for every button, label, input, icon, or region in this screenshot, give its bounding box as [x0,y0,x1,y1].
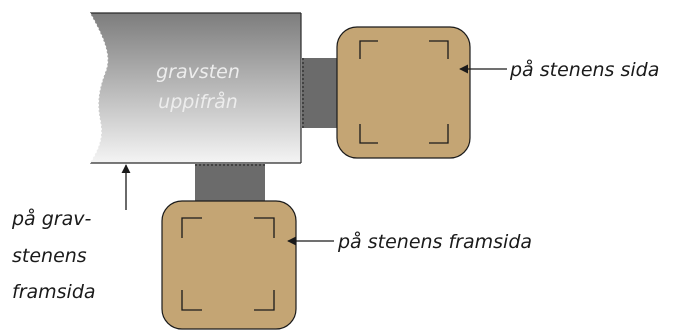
label-front-edge-line3: framsida [12,281,96,303]
front-bracket [195,164,265,202]
side-bracket [302,58,339,128]
side-plaque-corner-marks [359,40,449,144]
front-plaque [161,200,297,330]
gravestone-label-line1: gravsten [156,61,240,83]
label-front-edge-line2: stenens [12,245,87,267]
side-plaque [336,26,471,159]
label-side: på stenens sida [509,58,659,81]
gravestone-broken-edge [89,12,109,164]
gravestone-top-view: gravsten uppifrån [89,12,302,164]
label-front-plaque: på stenens framsida [337,230,532,253]
gravestone-label-line2: uppifrån [158,90,238,113]
label-front-edge-line1: på grav- [11,207,92,230]
front-plaque-corner-marks [181,217,275,311]
gravestone-body [90,13,301,163]
